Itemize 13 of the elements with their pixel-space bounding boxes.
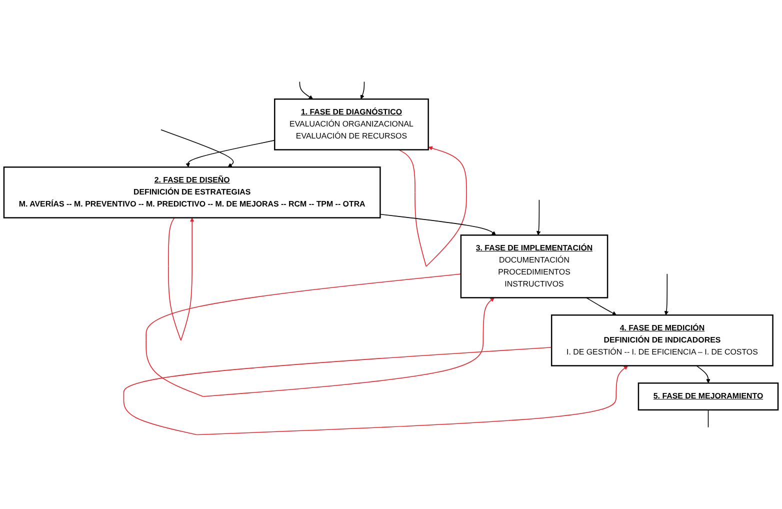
arrow bbox=[398, 146, 467, 267]
arrow bbox=[360, 81, 365, 100]
arrow bbox=[168, 217, 194, 341]
arrow bbox=[160, 129, 234, 168]
arrow bbox=[664, 273, 669, 316]
arrow bbox=[123, 346, 628, 436]
arrow bbox=[146, 274, 494, 397]
arrow bbox=[696, 365, 710, 384]
arrow bbox=[536, 199, 541, 236]
arrow bbox=[586, 297, 617, 316]
arrow bbox=[380, 214, 496, 236]
arrow bbox=[186, 140, 276, 168]
arrow bbox=[299, 81, 314, 100]
